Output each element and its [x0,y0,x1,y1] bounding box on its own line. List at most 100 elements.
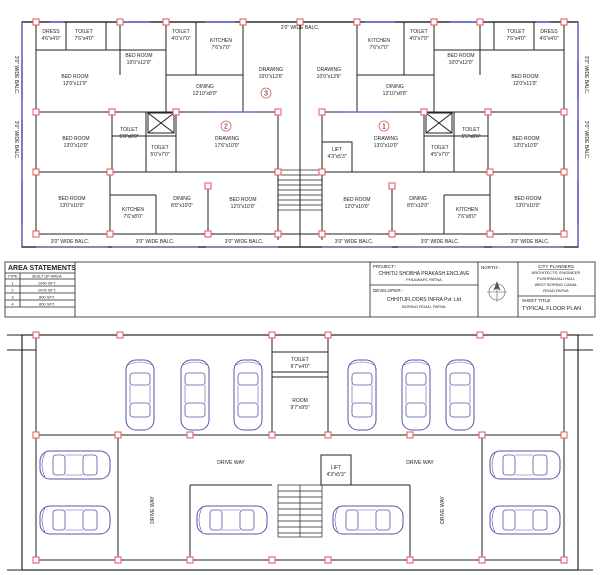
svg-text:10'0"x13'6": 10'0"x13'6" [317,74,342,80]
room-dining-tr: DINING [386,84,404,90]
svg-text:5'0"x8'0": 5'0"x8'0" [119,134,138,140]
room-dress-right: DRESS [540,29,558,35]
area-row-value: 800 SFT. [39,295,55,300]
car-icon [196,505,268,535]
room-kitchen-bl: KITCHEN [122,207,144,213]
area-row-value: 1076 SFT. [38,288,56,293]
room-dining-br: DINING [409,196,427,202]
balcony-bottom-1: 3'0" WIDE BALC. [51,239,90,245]
car-icon [180,359,210,431]
svg-text:WEST BORING CANAL: WEST BORING CANAL [535,282,579,287]
flat-number-2: 2 [224,124,228,131]
area-col-type: TYPE [7,274,18,279]
room-drawing-tl: DRAWING [259,67,283,73]
car-icon [489,505,561,535]
parking-toilet: TOILET [291,357,308,363]
balcony-left-upper: 3'0" WIDE BALC. [13,56,19,95]
typical-floor-plan [21,21,579,248]
parking-labels: TOILET 9'7"x4'0" ROOM 9'7"x9'5" LIFT 4'3… [150,357,446,524]
title-block [4,261,596,318]
room-toilet-mr: TOILET [462,127,479,133]
area-col-area: BUILT UP AREA [32,274,62,279]
room-toilet-mr2: TOILET [431,145,448,151]
structural-columns [32,18,568,238]
developer-place: BORING ROAD, PATNA [402,304,446,309]
drive-way-vertical-right: DRIVE WAY [440,496,446,524]
room-labels: DRESS 4'6"x4'0" TOILET 7'6"x4'0" BED ROO… [41,29,558,220]
balcony-bottom-2: 3'0" WIDE BALC. [136,239,175,245]
drive-way-vertical-left: DRIVE WAY [150,496,156,524]
car-icon [332,505,404,535]
room-toilet-ml2: TOILET [151,145,168,151]
sheet-title-label: SHEET TITLE [522,298,550,303]
developer-name: CHHITIJFLOORS INFRA Pvt. Ltd [387,297,461,303]
area-row-type: 1 [11,281,14,286]
svg-text:12'0"x10'0": 12'0"x10'0" [345,204,370,210]
area-row-value: 1040 SFT. [38,281,56,286]
svg-text:4'3"x5'3": 4'3"x5'3" [326,472,345,478]
svg-text:ARCHITECTS, ENGINEER: ARCHITECTS, ENGINEER [532,270,581,275]
car-icon [347,359,377,431]
flat-number-3: 3 [264,91,268,98]
car-icon [125,359,155,431]
svg-text:4'5"x7'0": 4'5"x7'0" [430,152,449,158]
room-bed-left-top: BED ROOM [61,74,88,80]
planner-title: CITY PLANNERS [538,264,574,269]
svg-text:4'6"x4'0": 4'6"x4'0" [41,36,60,42]
svg-text:10'0"x12'0": 10'0"x12'0" [449,60,474,66]
room-toilet-tr: TOILET [507,29,524,35]
parking-plan [7,331,593,571]
room-kitchen-br: KITCHEN [456,207,478,213]
svg-text:12'0"x10'0": 12'0"x10'0" [231,204,256,210]
car-icon [233,359,263,431]
north-arrow-icon [487,281,507,302]
svg-text:4'6"x4'0": 4'6"x4'0" [539,36,558,42]
balcony-bottom-6: 3'0" WIDE BALC. [511,239,550,245]
svg-text:10'0"x13'6": 10'0"x13'6" [259,74,284,80]
svg-text:ROAD,PATNA: ROAD,PATNA [543,288,569,293]
north-label: NORTH:- [481,265,500,270]
svg-text:12'0"x11'0": 12'0"x11'0" [513,81,537,87]
room-drawing-2: DRAWING [215,136,239,142]
parking-lift: LIFT [331,465,341,471]
svg-text:8'0"x10'0": 8'0"x10'0" [407,203,429,209]
room-dress-left: DRESS [42,29,60,35]
project-place: PHULWARI, PATNA [406,277,442,282]
area-row-type: 3 [11,295,14,300]
title-block-text: AREA STATEMENTS TYPE BUILT UP AREA 1 104… [7,264,581,312]
room-bed-tl: BED ROOM [125,53,152,59]
svg-text:13'0"x10'0": 13'0"x10'0" [374,143,399,149]
room-bed-br2: BED ROOM [343,197,370,203]
staircase-top [277,169,323,211]
room-bed-bl: BED ROOM [58,196,85,202]
room-bed-bl2: BED ROOM [229,197,256,203]
room-lift-top: LIFT [332,147,342,153]
drive-way-right: DRIVE WAY [406,460,434,466]
drive-way-left: DRIVE WAY [217,460,245,466]
car-icon [401,359,431,431]
balcony-labels: 2'0" WIDE BALC. 3'0" WIDE BALC. 3'0" WID… [13,25,589,245]
room-bed-mr: BED ROOM [512,136,539,142]
area-row-type: 4 [11,302,14,307]
balcony-top-center: 2'0" WIDE BALC. [281,25,320,31]
car-icon [445,359,475,431]
svg-text:9'7"x4'0": 9'7"x4'0" [290,364,309,370]
svg-text:PUSHPANJALI HALL: PUSHPANJALI HALL [537,276,576,281]
balcony-right-upper: 3'0" WIDE BALC. [583,56,589,95]
area-statements-heading: AREA STATEMENTS [8,265,76,272]
car-icon [39,505,111,535]
developer-label: DEVELOPER:- [373,288,404,293]
svg-text:7'6"x8'0": 7'6"x8'0" [123,214,142,220]
svg-text:4'3"x5'3": 4'3"x5'3" [327,154,346,160]
svg-text:8'0"x10'0": 8'0"x10'0" [171,203,193,209]
area-row-type: 2 [11,288,14,293]
svg-text:12'10"x8'0": 12'10"x8'0" [383,91,408,97]
balcony-bottom-4: 3'0" WIDE BALC. [335,239,374,245]
svg-text:12'0"x11'0": 12'0"x11'0" [63,81,87,87]
car-icon [39,450,111,480]
room-toilet-ml: TOILET [120,127,137,133]
room-dining-bl: DINING [173,196,191,202]
project-name: CHHITIJ SHOBHA PRAKASH ENCLAVE [378,271,470,277]
balcony-bottom-5: 3'0" WIDE BALC. [421,239,460,245]
